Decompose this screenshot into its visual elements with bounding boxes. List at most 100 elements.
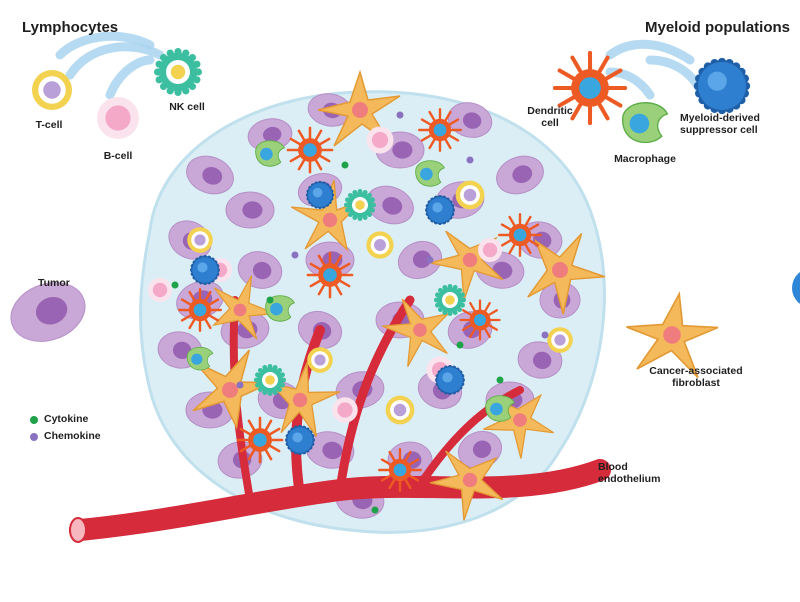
tumor-cell [10, 282, 86, 342]
b-cell [332, 397, 358, 423]
mdsc-cell [425, 195, 455, 225]
cytokine-dot [371, 506, 379, 514]
lymphocyte-arrow [105, 55, 155, 100]
macrophage-nucleus [490, 402, 503, 416]
b-cell-nucleus [152, 282, 168, 298]
b-cell-nucleus [337, 402, 353, 418]
cytokine-dot [341, 161, 349, 169]
macrophage-cell [485, 395, 516, 422]
b-cell-label: B-cell [103, 150, 133, 162]
dendritic-label-line1: Dendritic [527, 105, 573, 117]
fibroblast-cell [268, 362, 341, 437]
nk-cell-label: NK cell [169, 101, 205, 113]
macrophage-label: Macrophage [614, 153, 676, 165]
fibroblast-nucleus [462, 472, 478, 488]
fibroblast-nucleus [352, 102, 368, 118]
b-cell-nucleus [371, 131, 389, 149]
t-cell-nucleus [43, 81, 61, 99]
mdsc-cell [285, 425, 315, 455]
macrophage-cell [255, 140, 286, 167]
nk-cell [434, 284, 466, 316]
chemokine-dot [466, 156, 474, 164]
cytokine-dot [171, 281, 179, 289]
fibroblast-nucleus [322, 212, 338, 228]
b-cell [148, 278, 172, 302]
tumor-cell-nucleus [242, 201, 263, 219]
fibroblast-nucleus [413, 323, 427, 337]
chemokine-dot [291, 251, 299, 259]
dendritic-cell [177, 287, 223, 333]
cytokine-dot [456, 341, 464, 349]
tumor-label: Tumor [38, 277, 70, 289]
t-cell [307, 347, 333, 373]
tumor-cell-nucleus [322, 441, 343, 460]
chemokine-dot [541, 331, 549, 339]
tumor-cell [517, 341, 563, 379]
reference-cells [10, 48, 751, 379]
t-cell [385, 395, 415, 425]
blood-endothelium-label: Blood endothelium [598, 461, 661, 485]
macrophage-cell [621, 102, 669, 144]
t-cell [455, 180, 485, 210]
fibroblast-nucleus [552, 262, 568, 278]
mdsc-label: Myeloid-derived suppressor cell [680, 112, 790, 136]
fibroblast-cell [211, 275, 276, 340]
nk-cell-nucleus [445, 295, 455, 305]
tumor-cell-nucleus [382, 197, 403, 215]
b-cell [97, 97, 139, 139]
macrophage-nucleus [270, 302, 283, 316]
tumor-cell-nucleus [172, 341, 192, 360]
tumor-cell [366, 185, 414, 225]
nk-cell [154, 48, 202, 96]
myeloid-arrow [605, 39, 695, 65]
nk-cell-nucleus [265, 375, 275, 385]
dendritic-nucleus [579, 77, 601, 99]
dendritic-nucleus [474, 314, 486, 326]
mdsc-label-line1: Myeloid-derived [680, 112, 760, 124]
mdsc-highlight [442, 372, 453, 383]
myeloid-heading: Myeloid populations [645, 19, 790, 36]
macrophage-nucleus [191, 353, 203, 365]
legend-chemokine-label: Chemokine [44, 430, 101, 442]
t-cell-nucleus [374, 239, 386, 251]
dendritic-nucleus [253, 433, 267, 447]
t-cell [187, 227, 213, 253]
tumor-cell-nucleus [392, 141, 413, 159]
macrophage-nucleus [420, 167, 433, 181]
blood-label-line2: endothelium [598, 472, 661, 485]
dendritic-nucleus [193, 303, 207, 317]
chemokine-dot [236, 381, 244, 389]
chemokine-dot [426, 256, 434, 264]
tumor-cell [397, 240, 443, 280]
immune-cell-cluster [148, 69, 606, 521]
lymphocyte-arrow [55, 31, 155, 60]
tumor-cell-nucleus [462, 112, 482, 129]
legend-chemokine: Chemokine [30, 430, 101, 443]
t-cell-label: T-cell [35, 119, 63, 131]
fibroblast-nucleus [222, 382, 238, 398]
nk-cell [344, 189, 376, 221]
tumor-cell-nucleus [262, 126, 282, 143]
tumor-cell [186, 155, 234, 195]
mdsc-cell [693, 57, 751, 115]
blood-vessel-network [69, 295, 611, 543]
b-cell-nucleus [482, 242, 498, 258]
dendritic-label-line2: cell [541, 116, 559, 129]
myeloid-arrow [605, 67, 655, 100]
nk-cell-nucleus [170, 64, 186, 80]
tumor-cell-nucleus [472, 440, 492, 458]
mdsc-highlight [707, 71, 727, 91]
myeloid-arrow [645, 55, 705, 95]
b-cell-nucleus [105, 105, 131, 131]
dendritic-cell [497, 212, 543, 258]
dendritic-nucleus [433, 123, 447, 137]
tumor-cell-nucleus [412, 250, 432, 268]
fibroblast-nucleus [513, 413, 527, 427]
mdsc-highlight [197, 262, 208, 273]
caf-label: Cancer-associated fibroblast [636, 365, 756, 389]
vessel-branch [335, 295, 415, 495]
dendritic-nucleus [303, 143, 317, 157]
legend-cytokine-label: Cytokine [44, 413, 89, 425]
t-cell [547, 327, 573, 353]
